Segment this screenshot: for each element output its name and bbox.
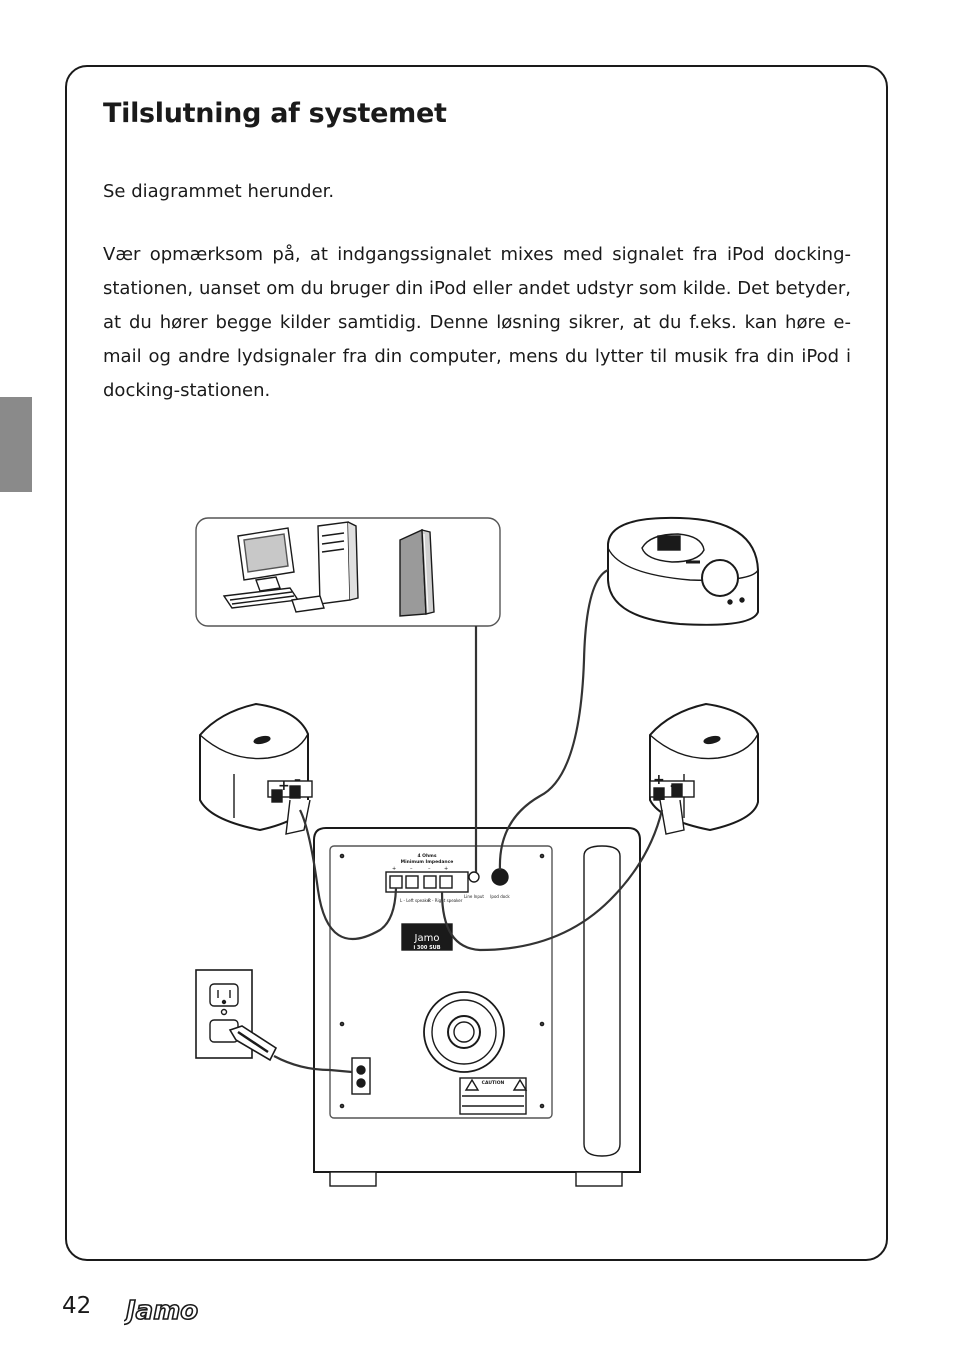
subwoofer-brand: Jamo: [414, 933, 440, 944]
terminal-plus-right: +: [444, 866, 448, 872]
ipod-dock-icon: [607, 516, 759, 626]
source-devices-box: [195, 517, 501, 627]
intro-text: Se diagrammet herunder.: [103, 181, 335, 202]
content-frame: [65, 65, 888, 1261]
connection-cables: [273, 568, 664, 1074]
ipod-dock-port-label: Ipod dock: [490, 894, 510, 899]
wall-outlet-icon: [195, 969, 278, 1062]
right-speaker-plus: +: [653, 772, 665, 788]
jamo-logo-text: Jamo: [124, 1296, 198, 1326]
line-input-label: Line Input: [464, 894, 484, 899]
subwoofer-model: i 300 SUB: [413, 945, 440, 951]
right-speaker-minus: –: [670, 778, 677, 794]
computer-icon: [222, 521, 359, 613]
terminal-minus-right: –: [428, 866, 431, 872]
caution-label: CAUTION: [482, 1080, 505, 1086]
terminal-plus-left: +: [392, 866, 396, 872]
page-title: Tilslutning af systemet: [103, 98, 447, 129]
left-speaker-minus: –: [294, 772, 301, 788]
page-number: 42: [62, 1293, 92, 1319]
right-speaker-terminal-label: R - Right speaker: [428, 898, 463, 903]
subwoofer-icon: [313, 827, 641, 1187]
impedance-label-line2: Minimum Impedance: [401, 859, 454, 865]
connection-diagram: + – + –: [195, 516, 759, 1187]
jamo-logo: Jamo: [124, 1295, 199, 1326]
section-tab-marker: [0, 397, 32, 492]
left-speaker-plus: +: [278, 778, 290, 794]
left-speaker-icon: [199, 702, 313, 835]
impedance-label-line1: 4 Ohms: [417, 853, 436, 859]
right-speaker-icon: [649, 702, 759, 835]
left-speaker-terminal-label: L - Left speaker: [400, 898, 431, 903]
terminal-minus-left: –: [410, 866, 413, 872]
audio-tower-icon: [399, 528, 435, 617]
body-paragraph: Vær opmærksom på, at indgangssignalet mi…: [103, 244, 851, 401]
